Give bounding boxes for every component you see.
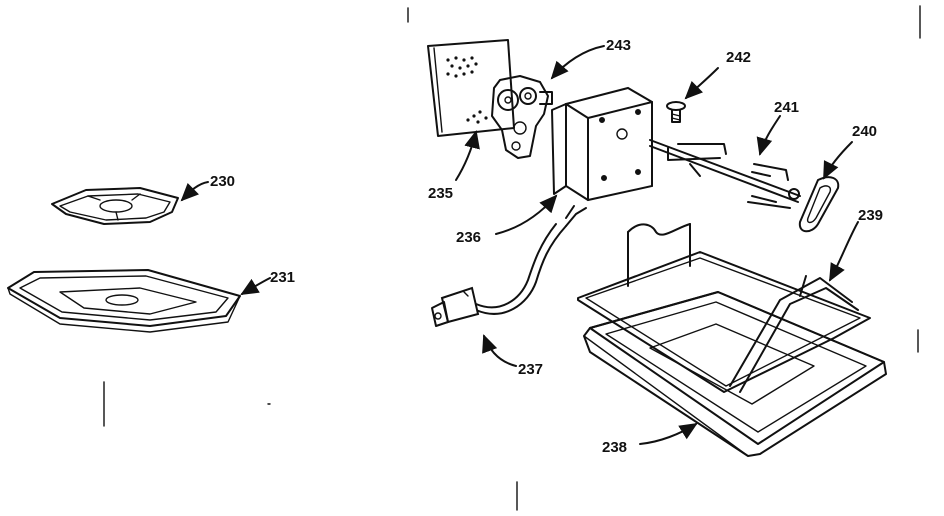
label-231: 231 (270, 269, 295, 286)
part-242-drawing (666, 101, 686, 123)
callout-235: 235 (428, 130, 480, 202)
part-243-drawing (491, 75, 553, 159)
callout-238: 238 (602, 422, 698, 456)
label-237: 237 (518, 361, 543, 378)
label-230: 230 (210, 173, 235, 190)
part-236-drawing (551, 86, 653, 202)
scan-marks (103, 5, 921, 511)
part-237-drawing (431, 205, 587, 327)
label-238: 238 (602, 439, 627, 456)
callout-230: 230 (180, 173, 235, 202)
callout-242: 242 (684, 49, 751, 100)
part-240-drawing (788, 176, 840, 233)
callout-239: 239 (829, 207, 883, 282)
part-230-drawing (51, 187, 179, 225)
part-241-drawing (649, 139, 801, 209)
label-235: 235 (428, 185, 453, 202)
callout-231: 231 (240, 269, 295, 296)
part-239-drawing (577, 223, 871, 393)
callout-243: 243 (550, 37, 631, 80)
part-231-drawing (7, 269, 241, 333)
label-243: 243 (606, 37, 631, 54)
part-235-drawing (427, 39, 515, 137)
part-238-drawing (583, 291, 887, 457)
callout-237: 237 (482, 334, 543, 378)
label-241: 241 (774, 99, 799, 116)
callout-236: 236 (456, 194, 558, 246)
label-239: 239 (858, 207, 883, 224)
callout-241: 241 (756, 99, 799, 156)
label-236: 236 (456, 229, 481, 246)
label-240: 240 (852, 123, 877, 140)
callout-240: 240 (823, 123, 877, 180)
label-242: 242 (726, 49, 751, 66)
